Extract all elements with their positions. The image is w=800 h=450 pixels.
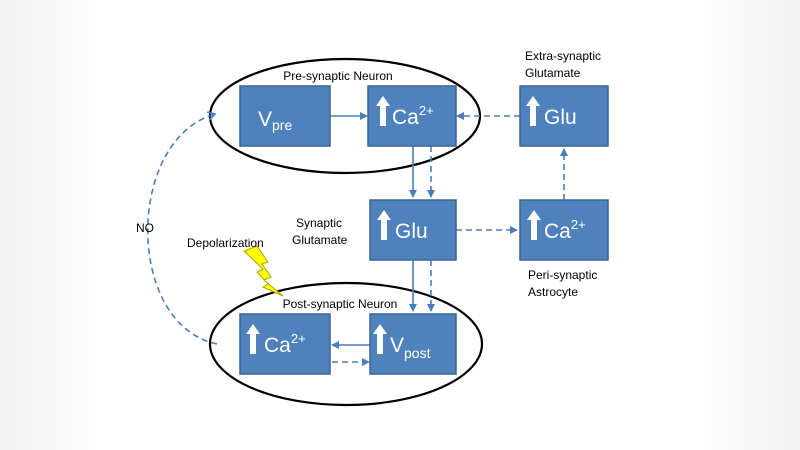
pre-ca-sup: 2+ xyxy=(419,103,434,118)
peri-ca-main: Ca xyxy=(544,220,571,243)
peri-synaptic-label-line2: Astrocyte xyxy=(528,285,578,299)
up-arrow-icon xyxy=(246,324,260,354)
up-arrow-icon xyxy=(527,210,541,240)
v-pre-sub: pre xyxy=(272,117,292,133)
peri-ca-sup: 2+ xyxy=(571,217,586,232)
box-v-post: Vpost xyxy=(369,313,457,375)
up-arrow-icon xyxy=(377,210,391,240)
synaptic-glutamate-label-line2: Glutamate xyxy=(292,233,348,247)
peri-synaptic-label-line1: Peri-synaptic xyxy=(528,268,597,282)
extra-synaptic-label-line1: Extra-synaptic xyxy=(525,49,601,63)
post-ca-sup: 2+ xyxy=(291,331,306,346)
svg-text:Vpre: Vpre xyxy=(258,108,292,133)
no-label: NO xyxy=(136,221,154,235)
post-ca-main: Ca xyxy=(264,334,291,357)
up-arrow-icon xyxy=(376,96,390,126)
v-pre-main: V xyxy=(258,108,272,131)
post-synaptic-neuron-label: Post-synaptic Neuron xyxy=(283,297,398,311)
svg-text:Ca2+: Ca2+ xyxy=(544,217,586,243)
box-v-pre: Vpre xyxy=(239,85,331,147)
arrow-no-feedback xyxy=(146,111,218,345)
svg-text:Ca2+: Ca2+ xyxy=(392,103,434,129)
svg-text:Vpost: Vpost xyxy=(390,334,431,361)
left-margin-shade xyxy=(0,0,100,450)
box-syn-glu: Glu xyxy=(369,199,457,261)
up-arrow-icon xyxy=(373,324,387,354)
up-arrow-icon xyxy=(526,96,540,126)
v-post-main: V xyxy=(390,334,404,357)
v-post-sub: post xyxy=(404,345,431,361)
pre-synaptic-neuron-label: Pre-synaptic Neuron xyxy=(283,69,392,83)
box-peri-ca: Ca2+ xyxy=(519,199,609,261)
lightning-bolt-icon xyxy=(243,245,284,297)
extra-glu-text: Glu xyxy=(544,106,577,129)
right-margin-shade xyxy=(700,0,800,450)
box-post-ca: Ca2+ xyxy=(239,313,331,375)
svg-text:Ca2+: Ca2+ xyxy=(264,331,306,357)
extra-synaptic-label-line2: Glutamate xyxy=(525,66,581,80)
syn-glu-text: Glu xyxy=(395,220,428,243)
box-extra-glu: Glu xyxy=(519,85,609,147)
depolarization-label: Depolarization xyxy=(187,236,264,250)
synaptic-glutamate-label-line1: Synaptic xyxy=(296,216,342,230)
post-synaptic-neuron-outline xyxy=(208,281,484,407)
pre-ca-main: Ca xyxy=(392,106,419,129)
box-pre-ca: Ca2+ xyxy=(367,85,457,147)
